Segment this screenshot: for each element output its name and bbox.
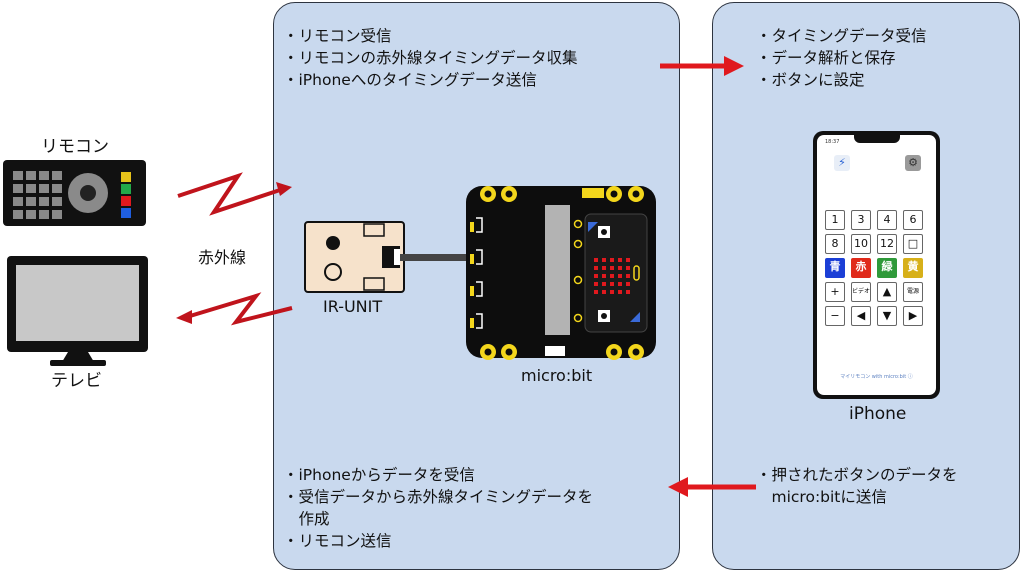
microbit-label: micro:bit — [521, 366, 593, 385]
tv-icon — [7, 256, 148, 366]
tv-label: テレビ — [51, 371, 102, 391]
remote-key-button[interactable]: 青 — [825, 258, 845, 278]
iphone-label: iPhone — [849, 404, 907, 424]
remote-key-button[interactable]: □ — [903, 234, 923, 254]
ir-unit-label: IR-UNIT — [323, 297, 383, 316]
remote-key-button[interactable]: ビデオ — [851, 282, 871, 302]
remote-label: リモコン — [41, 137, 109, 157]
remote-key-button[interactable]: ▲ — [877, 282, 897, 302]
remote-key-button[interactable]: 1 — [825, 210, 845, 230]
remote-key-button[interactable]: 12 — [877, 234, 897, 254]
cable — [400, 254, 470, 261]
remote-key-button[interactable]: 8 — [825, 234, 845, 254]
bullet-item: micro:bitに送信 — [756, 488, 887, 506]
remote-control-icon — [3, 160, 146, 226]
bullet-item: ・データ解析と保存 — [756, 49, 896, 67]
remote-key-button[interactable]: 4 — [877, 210, 897, 230]
remote-key-button[interactable]: − — [825, 306, 845, 326]
gear-icon[interactable]: ⚙ — [905, 155, 921, 171]
status-time: 18:37 — [825, 139, 840, 145]
app-footer: マイリモコン with micro:bit ⓘ — [840, 374, 913, 380]
infrared-label: 赤外線 — [198, 248, 247, 267]
bullet-item: ・リモコンの赤外線タイミングデータ収集 — [283, 49, 578, 67]
remote-key-button[interactable]: 赤 — [851, 258, 871, 278]
bullet-item: ・iPhoneへのタイミングデータ送信 — [283, 71, 537, 89]
bullet-item: 作成 — [283, 510, 330, 528]
bullet-item: ・iPhoneからデータを受信 — [283, 466, 475, 484]
remote-key-button[interactable]: 緑 — [877, 258, 897, 278]
remote-key-button[interactable]: 黄 — [903, 258, 923, 278]
remote-key-button[interactable]: 電源 — [903, 282, 923, 302]
bluetooth-icon[interactable]: ⚡ — [834, 155, 850, 171]
remote-key-button[interactable]: ▼ — [877, 306, 897, 326]
remote-key-button[interactable]: 6 — [903, 210, 923, 230]
remote-key-button[interactable]: ◀ — [851, 306, 871, 326]
ir-signal-out-head — [176, 310, 192, 324]
bullet-item: ・受信データから赤外線タイミングデータを — [283, 488, 594, 506]
bullet-item: ・タイミングデータ受信 — [756, 27, 927, 45]
bullet-item: ・リモコン受信 — [283, 27, 392, 45]
bullet-item: ・リモコン送信 — [283, 532, 392, 550]
remote-key-button[interactable]: 3 — [851, 210, 871, 230]
bullet-item: ・押されたボタンのデータを — [756, 466, 958, 484]
ir-signal-in — [177, 172, 281, 216]
phone-notch — [854, 135, 900, 143]
ir-signal-out — [189, 292, 293, 326]
remote-key-button[interactable]: ▶ — [903, 306, 923, 326]
ir-unit-icon — [304, 221, 405, 293]
microbit-board-icon — [466, 186, 656, 360]
ir-signal-in-head — [276, 182, 292, 196]
bullet-item: ・ボタンに設定 — [756, 71, 865, 89]
remote-key-button[interactable]: + — [825, 282, 845, 302]
remote-key-button[interactable]: 10 — [851, 234, 871, 254]
